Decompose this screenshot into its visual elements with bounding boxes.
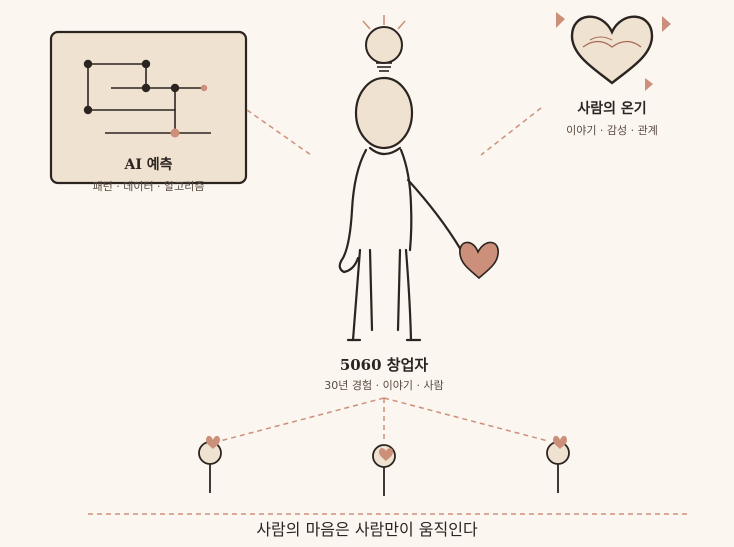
founder-subtitle: 30년 경험 · 이야기 · 사람	[324, 379, 444, 392]
heart-icon	[556, 12, 671, 91]
pin-connectors	[219, 397, 549, 443]
ai-title: AI 예측	[124, 157, 173, 173]
lightbulb-icon	[362, 15, 406, 72]
connector-ai	[246, 109, 312, 156]
circuit-icon	[87, 63, 211, 134]
ai-card	[49, 30, 248, 185]
pin-center	[372, 444, 396, 496]
pin-right	[546, 435, 570, 493]
connector-warmth	[480, 107, 542, 156]
circuit-nodes	[83, 59, 208, 138]
hand-heart-icon	[459, 241, 499, 280]
motto: 사람의 마음은 사람만이 움직인다	[256, 520, 478, 539]
warmth-title: 사람의 온기	[577, 101, 647, 117]
ai-subtitle: 패턴 · 데이터 · 알고리즘	[92, 180, 205, 193]
founder-title: 5060 창업자	[339, 356, 429, 374]
warmth-subtitle: 이야기 · 감성 · 관계	[566, 124, 658, 137]
pin-left	[198, 435, 222, 493]
founder-figure	[338, 76, 463, 342]
